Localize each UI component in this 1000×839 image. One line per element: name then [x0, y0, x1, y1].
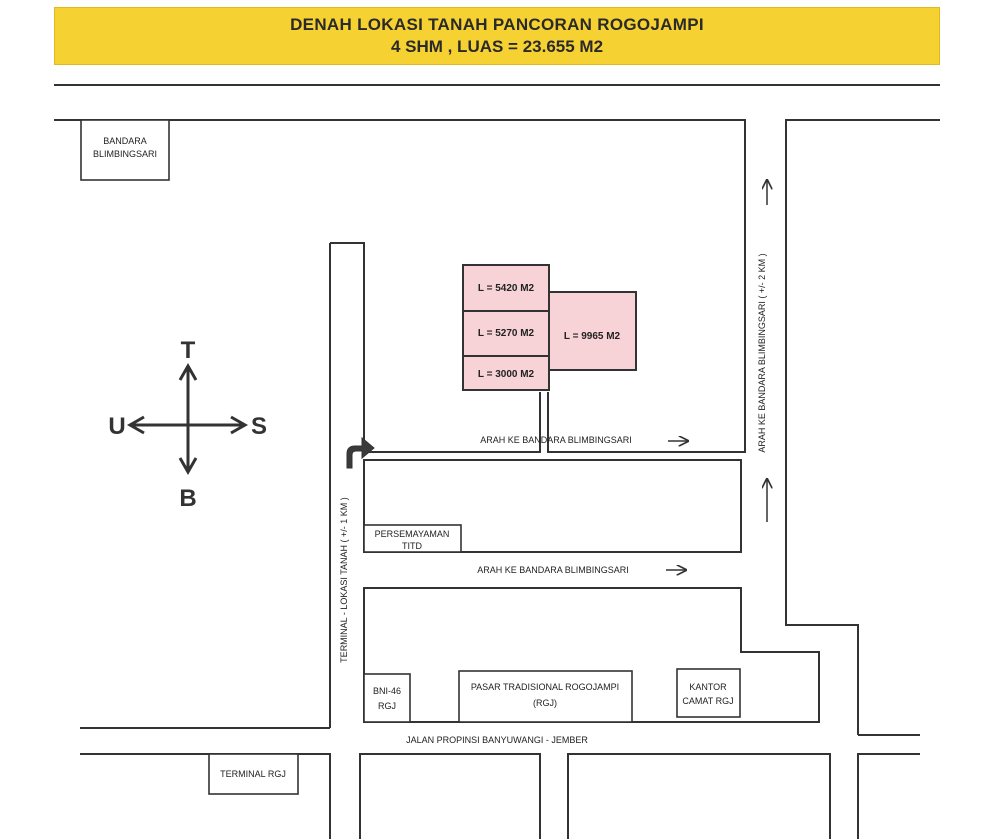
- arah-upper-label: ARAH KE BANDARA BLIMBINGSARI: [480, 435, 632, 445]
- road-network: [54, 84, 940, 839]
- land-plots: L = 5420 M2 L = 5270 M2 L = 3000 M2 L = …: [462, 264, 637, 391]
- compass-north: T: [181, 337, 196, 364]
- plot-5420: [462, 264, 550, 312]
- plot-5420-label: L = 5420 M2: [478, 283, 535, 294]
- bandara-label-2: BLIMBINGSARI: [93, 149, 157, 159]
- bandara-label-1: BANDARA: [103, 136, 147, 146]
- bni-label-1: BNI-46: [373, 686, 401, 696]
- bni-box: BNI-46 RGJ: [363, 673, 411, 723]
- terminal-lokasi-label: TERMINAL - LOKASI TANAH ( +/- 1 KM ): [339, 497, 349, 663]
- kantor-label-2: CAMAT RGJ: [682, 696, 733, 706]
- persemayaman-box: PERSEMAYAMAN TITD: [363, 524, 462, 553]
- kantor-label-1: KANTOR: [689, 682, 727, 692]
- compass-west: U: [108, 413, 125, 440]
- map-title: DENAH LOKASI TANAH PANCORAN ROGOJAMPI: [290, 15, 704, 34]
- compass-south: B: [179, 485, 196, 512]
- plot-9965-label: L = 9965 M2: [564, 331, 621, 342]
- bni-label-2: RGJ: [378, 701, 396, 711]
- title-banner: DENAH LOKASI TANAH PANCORAN ROGOJAMPI 4 …: [54, 7, 940, 65]
- arrow-down-icon: [178, 457, 198, 476]
- terminal-label: TERMINAL RGJ: [220, 769, 286, 779]
- pasar-label-2: (RGJ): [533, 698, 557, 708]
- map-subtitle: 4 SHM , LUAS = 23.655 M2: [390, 37, 604, 56]
- pasar-box: PASAR TRADISIONAL ROGOJAMPI (RGJ): [458, 670, 633, 723]
- arrow-left-icon: [126, 415, 145, 435]
- pasar-label-1: PASAR TRADISIONAL ROGOJAMPI: [471, 682, 619, 692]
- compass-east: S: [251, 413, 267, 440]
- arah-km-label: ARAH KE BANDARA BLIMBINGSARI ( +/- 2 KM …: [757, 253, 767, 452]
- kantor-camat-box: KANTOR CAMAT RGJ: [676, 668, 741, 718]
- turn-right-arrow-icon: [346, 436, 375, 469]
- plot-3000: [462, 355, 550, 391]
- plot-5270-label: L = 5270 M2: [478, 328, 535, 339]
- arrow-right-icon: [230, 415, 249, 435]
- jalan-propinsi-label: JALAN PROPINSI BANYUWANGI - JEMBER: [406, 735, 588, 745]
- bandara-box: BANDARA BLIMBINGSARI: [80, 119, 170, 181]
- terminal-box: TERMINAL RGJ: [208, 753, 299, 795]
- arrow-up-icon: [178, 362, 198, 381]
- persemayaman-label-2: TITD: [402, 541, 422, 551]
- plot-3000-label: L = 3000 M2: [478, 369, 535, 380]
- persemayaman-label-1: PERSEMAYAMAN: [375, 529, 450, 539]
- plot-9965: [548, 291, 637, 371]
- arah-lower-label: ARAH KE BANDARA BLIMBINGSARI: [477, 565, 629, 575]
- compass-rose: T B U S: [108, 337, 267, 512]
